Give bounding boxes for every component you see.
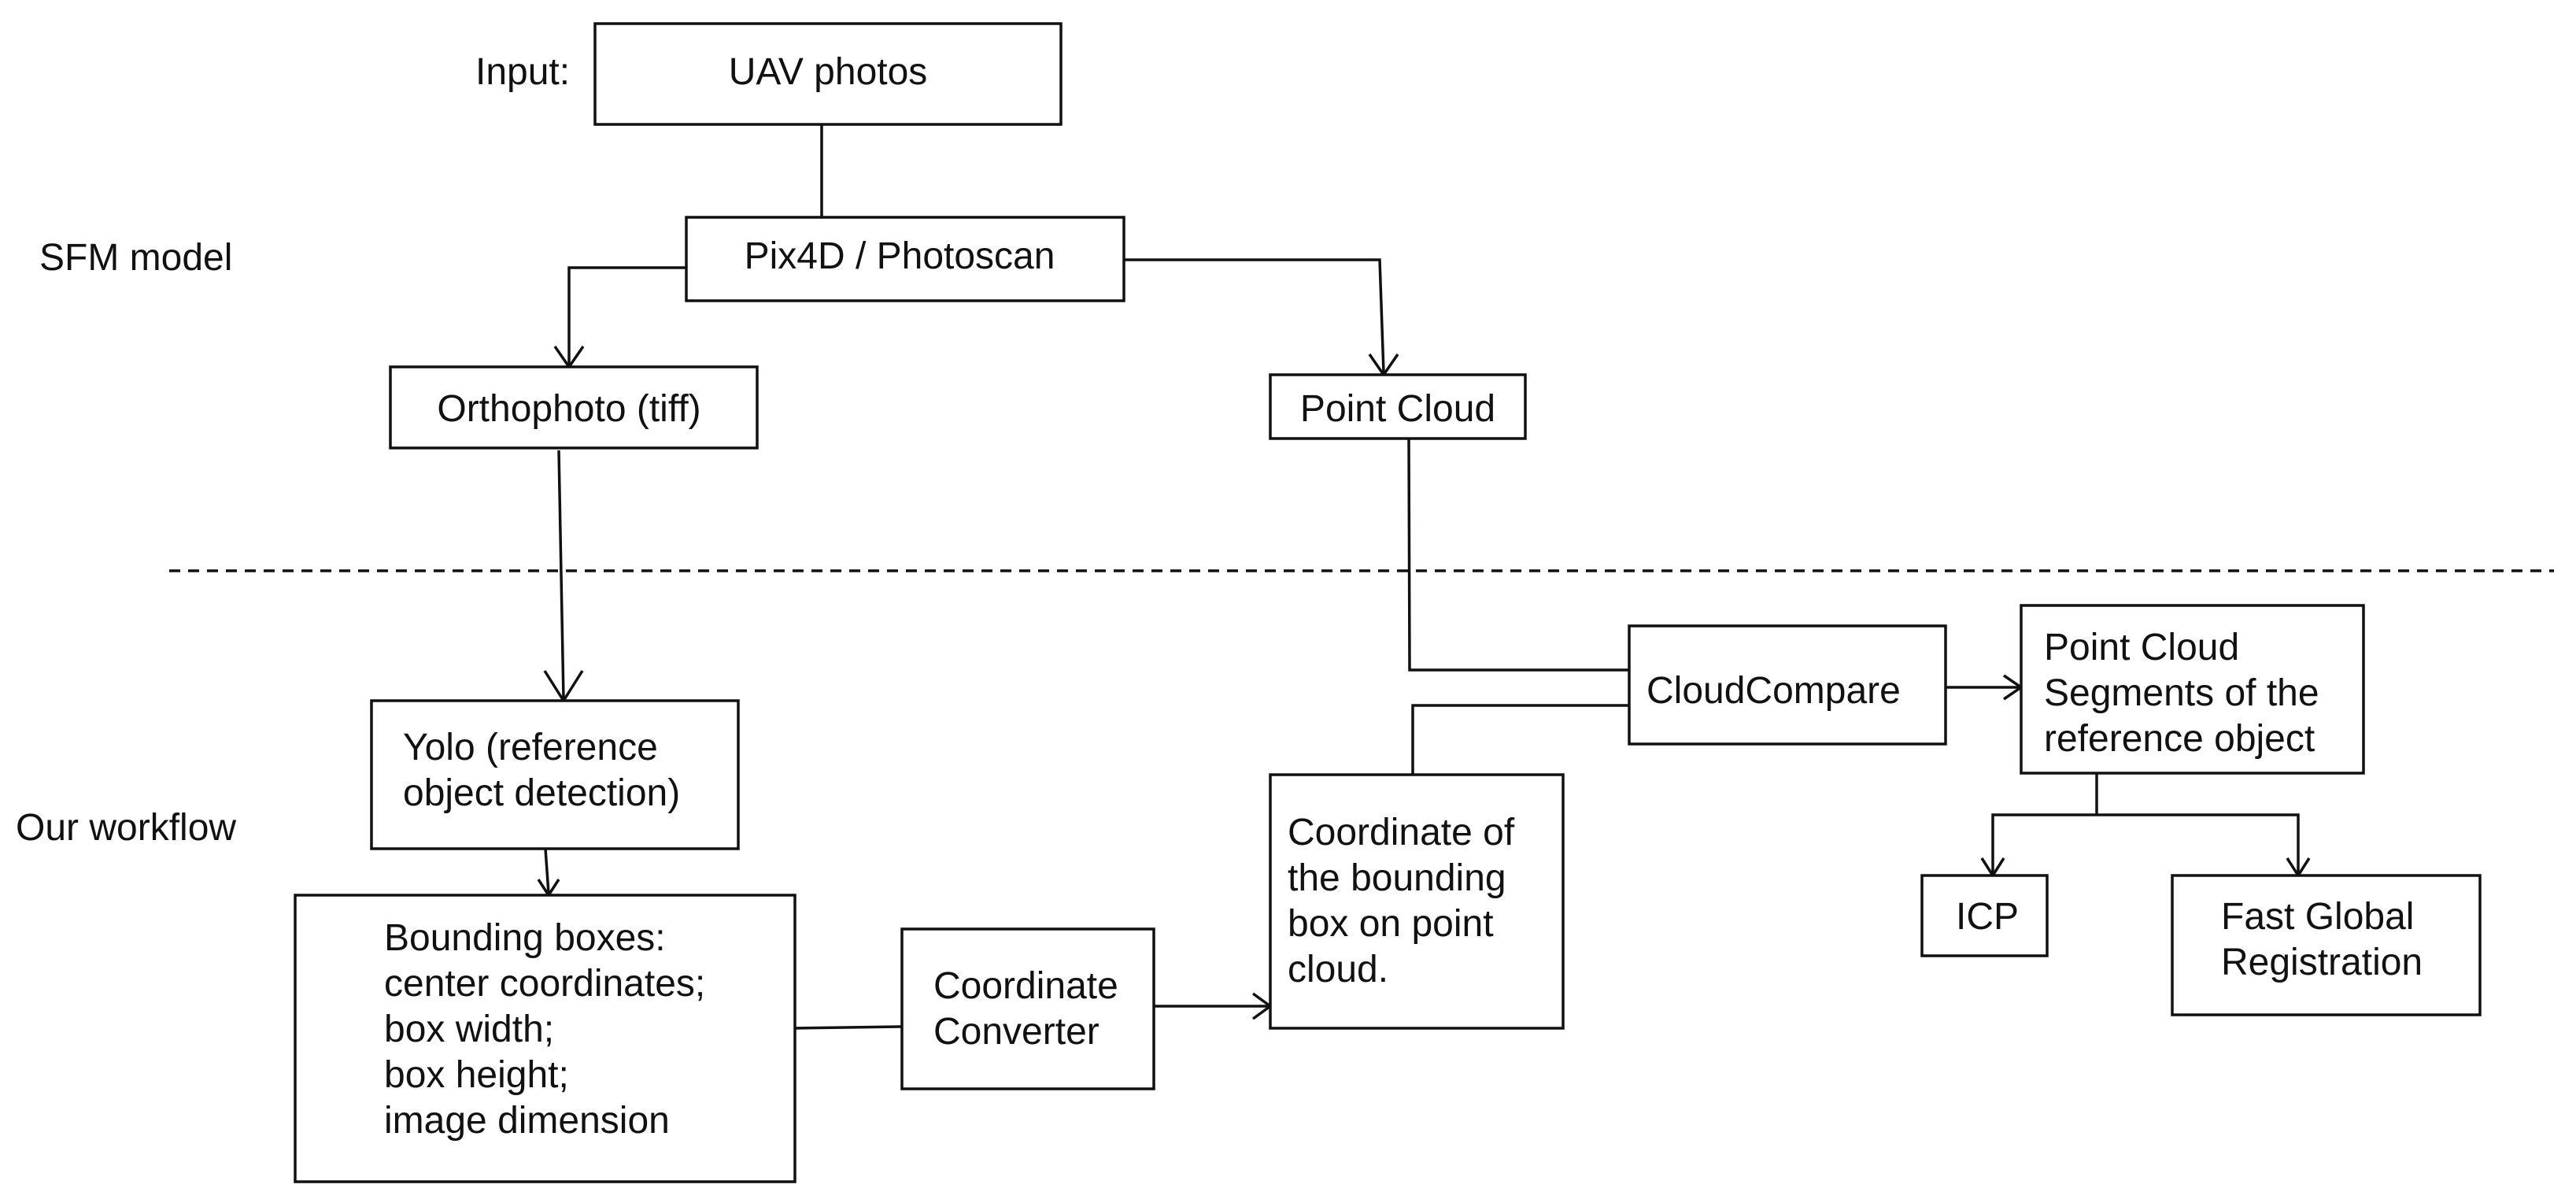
node-point-cloud-segments-text-line-3: reference object <box>2044 718 2315 760</box>
node-uav-photos-text-line-1: UAV photos <box>729 51 928 93</box>
edge-pix4d-to-orthophoto <box>567 266 687 365</box>
edge-pix4d-to-point-cloud <box>1124 258 1385 373</box>
node-fast-global-registration-text-line-2: Registration <box>2221 942 2423 983</box>
node-bbox-coordinate-text-line-2: the bounding <box>1288 857 1506 899</box>
label-sfm-model: SFM model <box>39 237 232 279</box>
node-pix4d-photoscan-text: Pix4D / Photoscan <box>745 235 1055 277</box>
label-our-workflow: Our workflow <box>16 807 236 849</box>
node-cloudcompare: CloudCompare <box>1628 624 1947 746</box>
node-point-cloud-text: Point Cloud <box>1300 388 1495 430</box>
edge-point-cloud-to-cloudcompare <box>1407 438 1629 672</box>
node-bounding-boxes-text-line-2: center coordinates; <box>384 963 705 1005</box>
node-bbox-coordinate-text-line-1: Coordinate of <box>1288 812 1515 853</box>
node-pix4d-photoscan: Pix4D / Photoscan <box>685 216 1125 302</box>
edge-orthophoto-to-yolo <box>557 450 565 700</box>
node-icp-text-line-1: ICP <box>1956 896 2019 938</box>
node-uav-photos: UAV photos <box>593 22 1063 126</box>
node-yolo-text-line-2: object detection) <box>403 772 680 814</box>
node-bounding-boxes-text-line-5: image dimension <box>384 1100 670 1142</box>
edge-segments-to-fgr <box>2097 813 2300 874</box>
node-bounding-boxes: Bounding boxes:center coordinates;box wi… <box>294 894 796 1183</box>
edge-segments-to-icp <box>1991 813 2097 874</box>
node-coordinate-converter-text-line-1: Coordinate <box>933 965 1118 1007</box>
node-coordinate-converter-text-line-2: Converter <box>933 1011 1100 1053</box>
label-input: Input: <box>475 51 570 93</box>
node-bounding-boxes-text-line-3: box width; <box>384 1009 554 1050</box>
node-point-cloud: Point Cloud <box>1269 373 1527 440</box>
node-bbox-coordinate-text-line-4: cloud. <box>1288 949 1388 990</box>
node-icp-text: ICP <box>1956 896 2019 938</box>
node-bounding-boxes-text-line-4: box height; <box>384 1054 569 1096</box>
node-cloudcompare-text: CloudCompare <box>1646 670 1901 712</box>
node-bounding-boxes-text-line-1: Bounding boxes: <box>384 917 666 959</box>
edge-yolo-to-bounding-boxes <box>544 848 550 894</box>
edge-bbox-coordinate-to-cloudcompare <box>1411 704 1629 775</box>
node-yolo-text-line-1: Yolo (reference <box>403 727 658 768</box>
node-fast-global-registration-text-line-1: Fast Global <box>2221 896 2414 938</box>
node-point-cloud-text-line-1: Point Cloud <box>1300 388 1495 430</box>
node-orthophoto: Orthophoto (tiff) <box>389 365 759 450</box>
node-uav-photos-text: UAV photos <box>729 51 928 93</box>
node-bounding-boxes-text: Bounding boxes:center coordinates;box wi… <box>384 917 705 1142</box>
node-orthophoto-text-line-1: Orthophoto (tiff) <box>437 388 700 430</box>
node-point-cloud-segments-text-line-1: Point Cloud <box>2044 627 2239 668</box>
node-cloudcompare-text-line-1: CloudCompare <box>1646 670 1901 712</box>
node-bbox-coordinate-text-line-3: box on point <box>1288 903 1494 945</box>
edge-bounding-boxes-to-converter <box>794 1025 903 1030</box>
node-point-cloud-segments-text-line-2: Segments of the <box>2044 672 2319 714</box>
node-icp: ICP <box>1920 874 2049 957</box>
node-pix4d-photoscan-text-line-1: Pix4D / Photoscan <box>745 235 1055 277</box>
node-orthophoto-text: Orthophoto (tiff) <box>437 388 700 430</box>
